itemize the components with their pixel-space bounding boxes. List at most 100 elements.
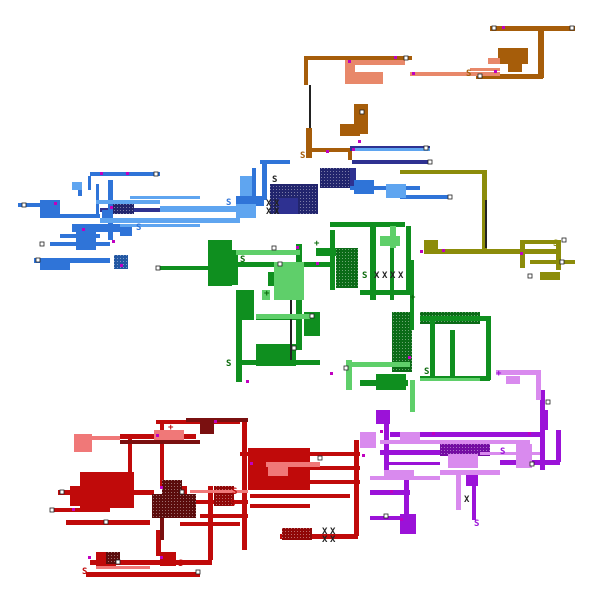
door-marker bbox=[352, 148, 355, 151]
key-marker bbox=[427, 159, 433, 165]
room-tile bbox=[72, 182, 82, 190]
door-marker bbox=[112, 240, 115, 243]
key-marker bbox=[309, 313, 315, 319]
key-marker bbox=[39, 241, 45, 247]
key-marker bbox=[561, 237, 567, 243]
room-tile bbox=[440, 470, 500, 475]
room-tile bbox=[266, 462, 320, 467]
room-tile bbox=[156, 530, 161, 556]
room-hatch bbox=[320, 168, 350, 188]
door-marker bbox=[380, 430, 383, 433]
zone-lightgreen bbox=[236, 226, 480, 412]
room-tile bbox=[88, 176, 91, 190]
key-marker bbox=[423, 145, 429, 151]
room-tile bbox=[370, 476, 440, 480]
room-tile bbox=[400, 195, 452, 199]
cross-marker: X bbox=[330, 527, 336, 537]
room-tile bbox=[390, 432, 540, 437]
room-tile bbox=[250, 494, 350, 498]
room-tile bbox=[508, 62, 522, 72]
room-tile bbox=[90, 560, 212, 565]
room-tile bbox=[304, 56, 412, 60]
door-marker bbox=[408, 356, 411, 359]
room-tile bbox=[309, 85, 311, 128]
room-tile bbox=[490, 26, 575, 31]
room-tile bbox=[354, 440, 359, 536]
room-tile bbox=[256, 314, 310, 319]
key-marker bbox=[491, 25, 497, 31]
zone-lightpurple bbox=[360, 370, 541, 510]
room-hatch bbox=[114, 255, 128, 269]
room-tile bbox=[180, 522, 240, 526]
key-marker bbox=[447, 194, 453, 200]
key-marker bbox=[559, 259, 565, 265]
key-marker bbox=[155, 265, 161, 271]
room-tile bbox=[376, 410, 390, 424]
room-tile bbox=[278, 198, 298, 214]
zone-brown bbox=[304, 26, 575, 160]
cross-marker: X bbox=[464, 495, 470, 505]
cross-marker: X bbox=[322, 527, 328, 537]
room-tile bbox=[540, 410, 548, 430]
key-marker bbox=[527, 273, 533, 279]
door-marker bbox=[394, 56, 397, 59]
start-marker: S bbox=[226, 359, 231, 369]
room-tile bbox=[250, 480, 360, 484]
room-tile bbox=[354, 180, 374, 194]
cross-marker: X bbox=[382, 271, 388, 281]
cross-marker: X bbox=[330, 535, 336, 545]
room-tile bbox=[128, 434, 132, 480]
cross-marker: X bbox=[322, 535, 328, 545]
room-tile bbox=[70, 486, 86, 506]
key-marker bbox=[271, 245, 277, 251]
room-tile bbox=[240, 290, 254, 320]
door-marker bbox=[348, 60, 351, 63]
room-tile bbox=[410, 380, 415, 412]
room-tile bbox=[480, 452, 540, 455]
room-tile bbox=[355, 72, 383, 84]
key-marker bbox=[343, 365, 349, 371]
door-marker bbox=[400, 518, 403, 521]
room-tile bbox=[86, 572, 200, 577]
room-tile bbox=[58, 490, 154, 495]
room-tile bbox=[160, 518, 164, 540]
door-marker bbox=[246, 380, 249, 383]
start-marker: S bbox=[230, 499, 235, 509]
room-tile bbox=[340, 124, 360, 136]
room-tile bbox=[350, 186, 420, 190]
room-tile bbox=[76, 232, 96, 250]
door-marker bbox=[296, 246, 299, 249]
room-hatch bbox=[162, 480, 182, 494]
room-tile bbox=[208, 240, 232, 286]
room-tile bbox=[345, 64, 355, 84]
room-tile bbox=[482, 170, 487, 250]
plus-marker: + bbox=[410, 293, 416, 303]
room-hatch bbox=[152, 494, 196, 518]
plus-marker: + bbox=[314, 239, 320, 249]
room-tile bbox=[488, 58, 500, 64]
plus-marker: + bbox=[168, 423, 174, 433]
room-tile bbox=[18, 203, 60, 207]
room-tile bbox=[466, 472, 478, 486]
door-marker bbox=[160, 556, 163, 559]
room-tile bbox=[250, 466, 360, 470]
room-tile bbox=[120, 440, 200, 444]
start-marker: S bbox=[226, 198, 231, 208]
key-marker bbox=[277, 261, 283, 267]
room-tile bbox=[74, 436, 120, 440]
room-hatch bbox=[112, 202, 134, 214]
room-tile bbox=[420, 316, 490, 321]
key-marker bbox=[103, 519, 109, 525]
room-tile bbox=[306, 128, 312, 158]
room-hatch bbox=[282, 528, 312, 540]
room-tile bbox=[360, 432, 376, 448]
start-marker: S bbox=[136, 223, 141, 233]
room-tile bbox=[536, 370, 541, 400]
room-tile bbox=[160, 552, 176, 566]
room-tile bbox=[72, 224, 132, 232]
room-tile bbox=[496, 370, 540, 375]
room-tile bbox=[232, 250, 238, 285]
cross-marker: X bbox=[274, 207, 280, 217]
plus-marker: + bbox=[496, 369, 502, 379]
